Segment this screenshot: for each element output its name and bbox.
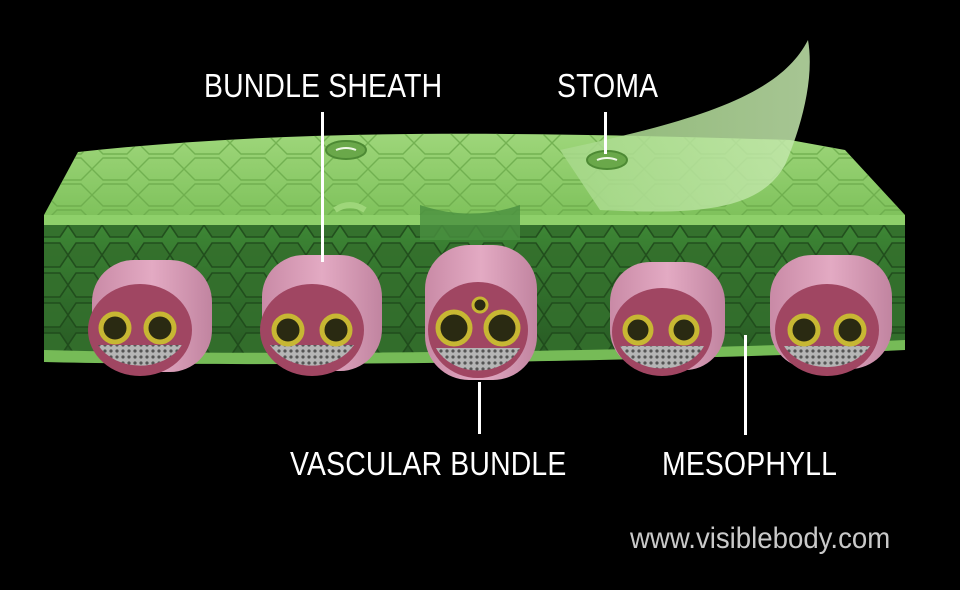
stoma-leader xyxy=(604,112,607,154)
stoma-pore-left xyxy=(325,140,367,160)
vascular-bundle-1 xyxy=(88,260,212,376)
vascular-bundle-leader xyxy=(478,382,481,434)
vascular-bundle-2 xyxy=(260,255,382,376)
bundle-sheath-leader xyxy=(321,112,324,262)
vascular-bundle-label: VASCULAR BUNDLE xyxy=(290,445,567,482)
stoma-pore xyxy=(586,150,628,170)
bundle-sheath-label: BUNDLE SHEATH xyxy=(204,67,443,104)
watermark-url: www.visiblebody.com xyxy=(630,522,891,555)
vascular-bundle-5 xyxy=(770,255,892,376)
mesophyll-label: MESOPHYLL xyxy=(662,445,838,482)
vascular-bundle-4 xyxy=(610,262,725,376)
peeled-epidermis-flap xyxy=(560,40,810,212)
mesophyll-leader xyxy=(744,335,747,435)
stoma-label: STOMA xyxy=(557,67,659,104)
vascular-bundle-3 xyxy=(425,245,537,380)
